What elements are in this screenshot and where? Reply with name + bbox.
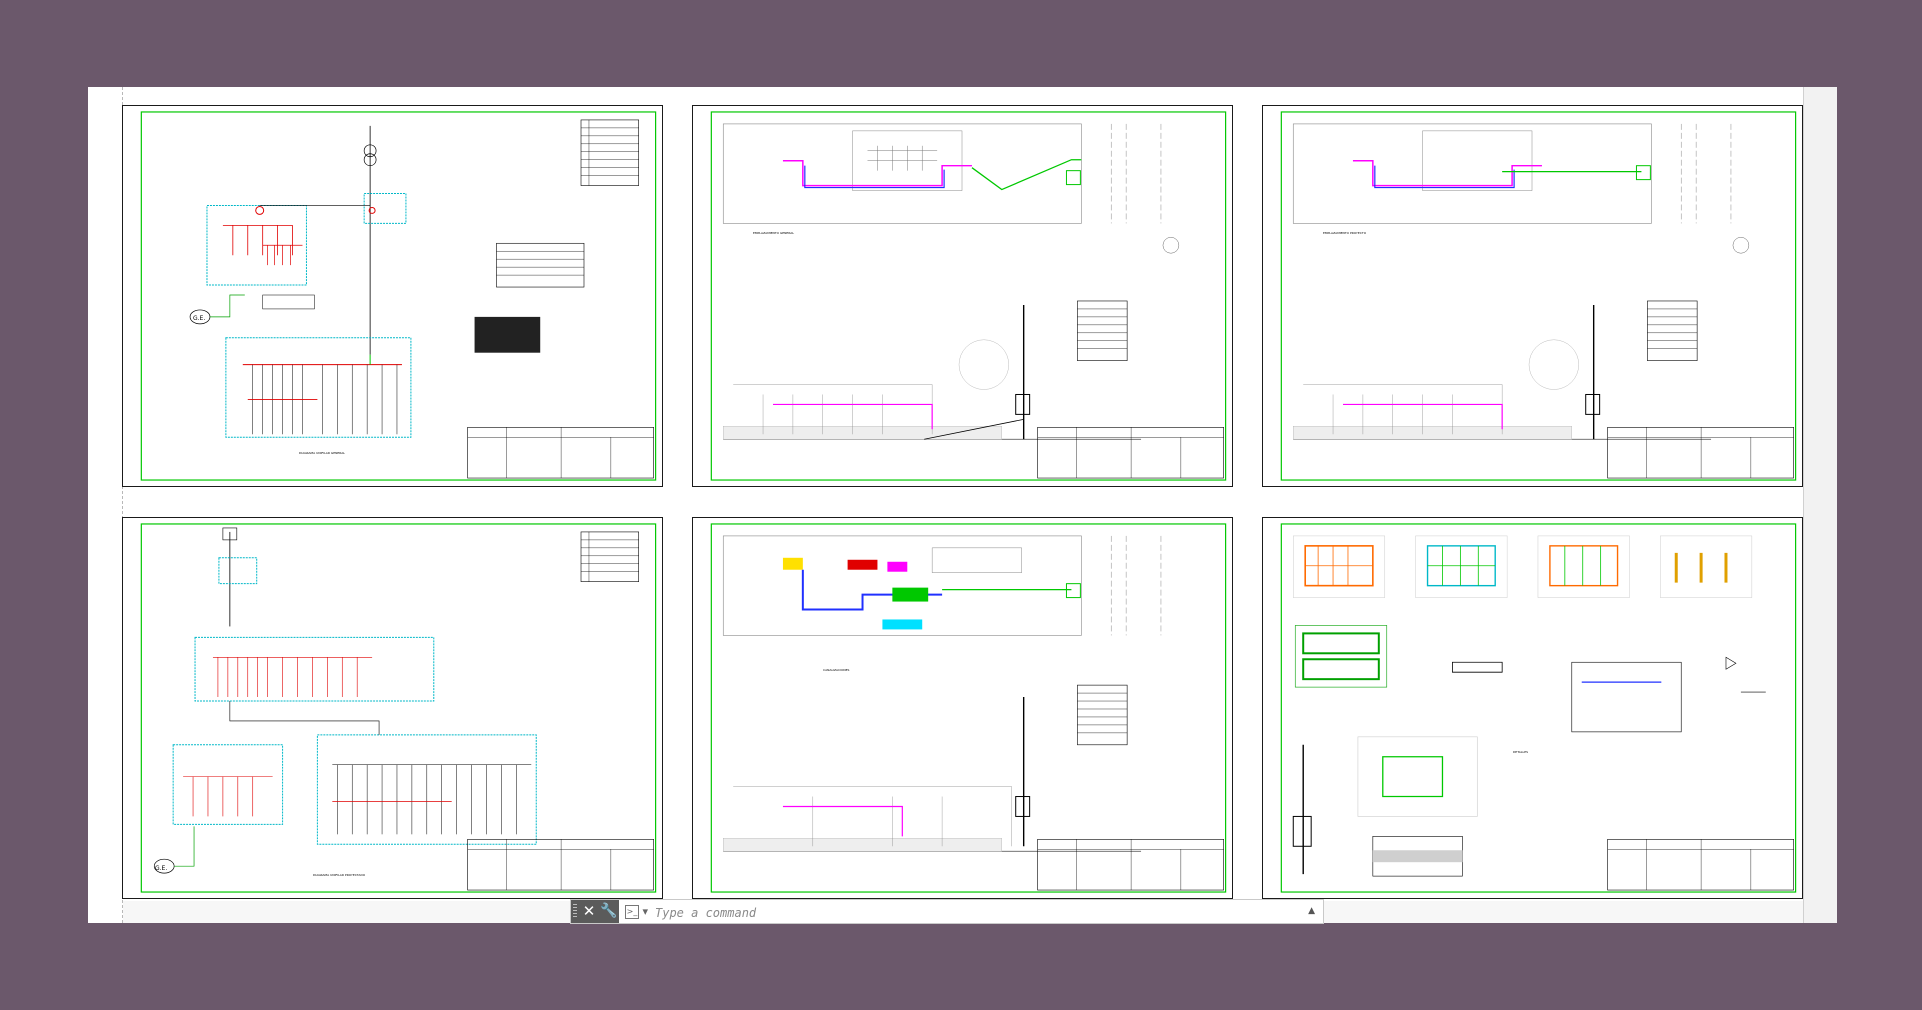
command-line[interactable]: ✕ 🔧 >_ ▾ ▲ [570,899,1324,924]
command-prompt-icon[interactable]: >_ ▾ [625,905,649,919]
sheet-drawing [140,111,657,481]
sheet-drawing [140,523,657,893]
genset-label: G.E. [193,315,206,322]
sheet-title: EMPLAZAMIENTO PROYECTO [1323,231,1367,235]
caret-up-icon[interactable]: ▲ [1308,906,1315,916]
layout-sheet-single-line-project[interactable]: DIAGRAMA UNIFILAR PROYECTADO G.E. [122,517,663,899]
command-input[interactable] [653,902,1297,923]
sheet-title: DETALLES [1513,750,1528,754]
paper-margin-line [122,87,123,923]
close-icon[interactable]: ✕ [579,900,599,923]
sheet-drawing [710,523,1227,893]
layout-sheet-single-line-general[interactable]: DIAGRAMA UNIFILAR GENERAL G.E. [122,105,663,487]
sheet-title: DIAGRAMA UNIFILAR GENERAL [299,451,345,455]
drag-grip-icon[interactable] [571,900,579,923]
sheet-drawing [1280,111,1797,481]
layout-sheet-conduits[interactable]: CANALIZACIONES [692,517,1233,899]
layout-sheet-site-project[interactable]: EMPLAZAMIENTO PROYECTO [1262,105,1803,487]
wrench-icon[interactable]: 🔧 [599,900,619,923]
drawing-canvas[interactable]: DIAGRAMA UNIFILAR GENERAL G.E. [88,87,1837,923]
sheet-title: CANALIZACIONES [823,668,850,672]
sheet-title: DIAGRAMA UNIFILAR PROYECTADO [313,873,366,877]
sheet-title: EMPLAZAMIENTO GENERAL [753,231,794,235]
viewport-right-edge [1803,87,1837,923]
layout-sheet-site-general[interactable]: EMPLAZAMIENTO GENERAL [692,105,1233,487]
sheet-drawing [1280,523,1797,893]
genset-label: G.E. [155,865,168,872]
sheet-drawing [710,111,1227,481]
layout-sheet-details[interactable]: DETALLES [1262,517,1803,899]
